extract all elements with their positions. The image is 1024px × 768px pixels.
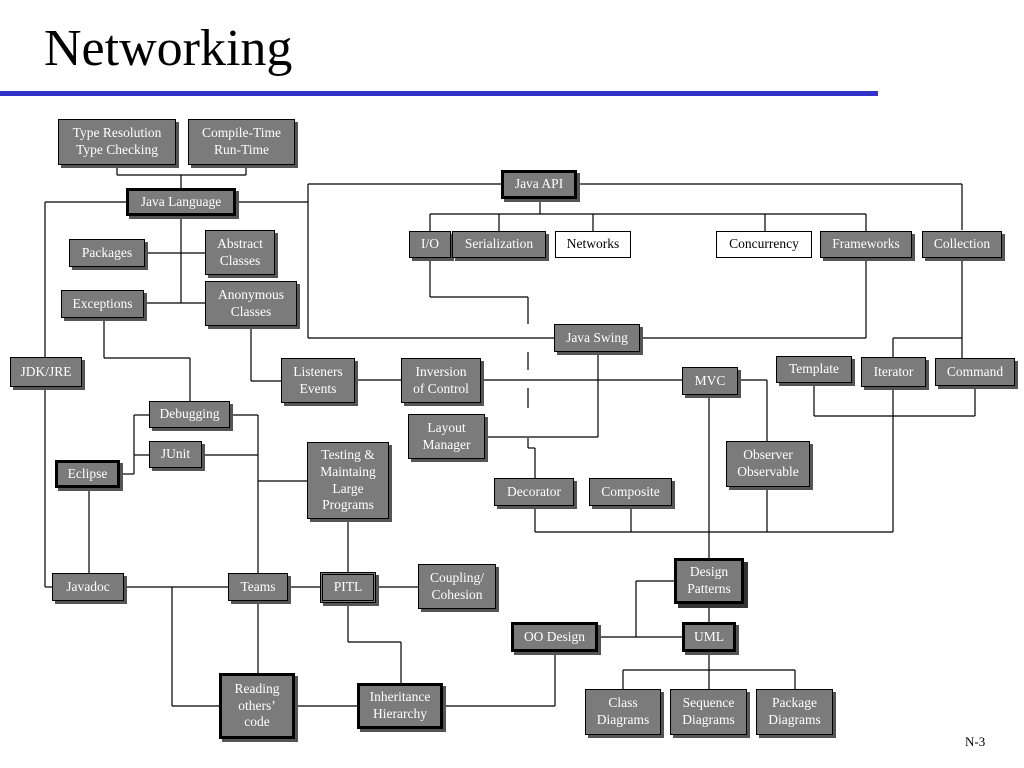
node-inversion-of-control: Inversion of Control <box>401 358 481 403</box>
node-listeners-events: Listeners Events <box>281 358 355 403</box>
node-class-diagrams: Class Diagrams <box>585 689 661 735</box>
node-java-swing: Java Swing <box>554 324 640 352</box>
node-serialization: Serialization <box>452 231 546 258</box>
node-jdk-jre: JDK/JRE <box>10 357 82 387</box>
node-design-patterns: Design Patterns <box>674 558 744 604</box>
node-concurrency: Concurrency <box>716 231 812 258</box>
node-collection: Collection <box>922 231 1002 258</box>
node-composite: Composite <box>589 478 672 506</box>
node-eclipse: Eclipse <box>55 460 120 488</box>
node-java-api: Java API <box>501 170 577 199</box>
node-packages: Packages <box>69 239 145 267</box>
node-reading-others-code: Reading others’ code <box>219 673 295 739</box>
node-iterator: Iterator <box>861 357 926 387</box>
node-abstract-classes: Abstract Classes <box>205 230 275 275</box>
node-junit: JUnit <box>149 441 202 468</box>
node-template: Template <box>776 356 852 383</box>
node-decorator: Decorator <box>494 478 574 506</box>
slide-number: N-3 <box>965 734 986 749</box>
node-package-diagrams: Package Diagrams <box>756 689 833 735</box>
node-debugging: Debugging <box>149 401 230 428</box>
node-command: Command <box>935 358 1015 386</box>
node-pitl: PITL <box>320 572 376 603</box>
node-compile-time: Compile-Time Run-Time <box>188 119 295 165</box>
node-javadoc: Javadoc <box>52 573 124 601</box>
node-oo-design: OO Design <box>511 622 598 652</box>
node-teams: Teams <box>228 573 288 601</box>
node-type-resolution: Type Resolution Type Checking <box>58 119 176 165</box>
node-networks: Networks <box>555 231 631 258</box>
node-frameworks: Frameworks <box>820 231 912 258</box>
node-inheritance-hierarchy: Inheritance Hierarchy <box>357 683 443 729</box>
node-uml: UML <box>682 622 736 652</box>
node-observer-observable: Observer Observable <box>726 441 810 487</box>
node-anonymous-classes: Anonymous Classes <box>205 281 297 326</box>
slide-title: Networking <box>44 20 293 77</box>
node-testing-large-programs: Testing & Maintaing Large Programs <box>307 442 389 519</box>
node-exceptions: Exceptions <box>61 290 144 318</box>
node-java-language: Java Language <box>126 188 236 216</box>
node-mvc: MVC <box>682 367 738 395</box>
node-sequence-diagrams: Sequence Diagrams <box>670 689 747 735</box>
node-io: I/O <box>409 231 451 258</box>
title-underline <box>0 91 878 96</box>
node-coupling-cohesion: Coupling/ Cohesion <box>418 564 496 609</box>
node-layout-manager: Layout Manager <box>408 414 485 459</box>
